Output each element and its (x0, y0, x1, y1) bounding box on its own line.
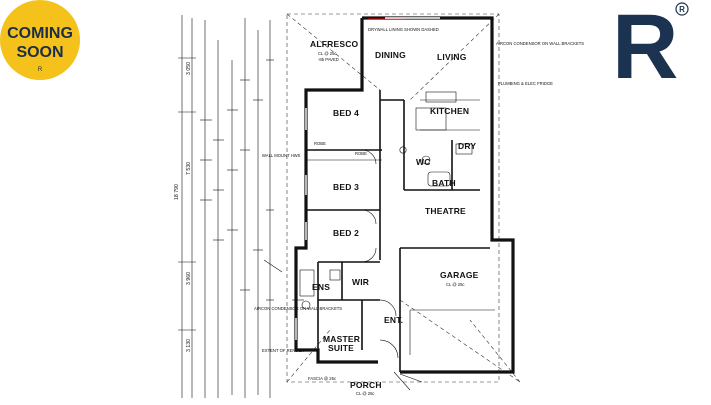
room-ens: ENS (312, 282, 330, 292)
room-theatre: THEATRE (425, 206, 466, 216)
dim-overall: 18 790 (174, 184, 180, 200)
extent-render: EXTENT OF RENDER (262, 348, 304, 353)
badge-line2: SOON (16, 44, 63, 61)
registered-icon (675, 2, 689, 16)
dim-2: 7 530 (186, 162, 192, 175)
logo-letter: R (612, 0, 678, 98)
coming-soon-badge: COMING SOON R (0, 0, 80, 80)
alfresco-paved: -85 PAVED (318, 57, 339, 62)
badge-mark: R (38, 67, 43, 73)
room-kitchen: KITCHEN (430, 106, 469, 116)
brand-logo: R R (612, 0, 689, 98)
markers (263, 259, 423, 391)
robe-2: ROBE (355, 151, 367, 156)
dim-3: 3 960 (186, 272, 192, 285)
garage-sub: CL @ 25c (446, 282, 465, 287)
alfresco-sub: CL @ 25c (318, 51, 337, 56)
badge-line1: COMING (7, 25, 73, 42)
plumbing-note: PLUMBING & ELEC FRIDGE (498, 81, 553, 86)
fascia-note: FASCIA @ 25c (308, 376, 336, 381)
room-wc: WC (416, 157, 431, 167)
room-ent: ENT. (384, 315, 403, 325)
room-bed3: BED 3 (333, 182, 359, 192)
wall-mount-hws: WALL MOUNT HWS (262, 153, 301, 158)
room-suite: SUITE (328, 343, 354, 353)
room-bed4: BED 4 (333, 108, 359, 118)
aircon-left: AIRCON CONDENSOR ON WALL BRACKETS (254, 306, 342, 311)
room-labels: ALFRESCO CL @ 25c -85 PAVED DRYWALL LINI… (254, 27, 584, 396)
room-bath: BATH (432, 178, 456, 188)
aircon-top: AIRCON CONDENSOR ON WALL BRACKETS (496, 41, 584, 46)
dim-1: 3 050 (186, 62, 192, 75)
registered-mark: R (679, 5, 685, 14)
room-dining: DINING (375, 50, 406, 60)
room-living: LIVING (437, 52, 467, 62)
room-alfresco: ALFRESCO (310, 39, 359, 49)
room-wir: WIR (352, 277, 369, 287)
roof-lines (286, 13, 521, 383)
room-master: MASTER (323, 334, 360, 344)
porch-sub: CL @ 25c (356, 391, 375, 396)
room-dry: DRY (458, 141, 476, 151)
badge-circle (0, 0, 80, 80)
robe-1: ROBE (314, 141, 326, 146)
drywall-note: DRYWALL LINING SHOWN DASHED (368, 27, 439, 32)
room-garage: GARAGE (440, 270, 479, 280)
walls (294, 16, 515, 374)
dimension-lines: 18 790 3 050 7 530 3 960 3 130 (174, 15, 274, 398)
room-porch: PORCH (350, 380, 382, 390)
dim-4: 3 130 (186, 339, 192, 352)
room-bed2: BED 2 (333, 228, 359, 238)
